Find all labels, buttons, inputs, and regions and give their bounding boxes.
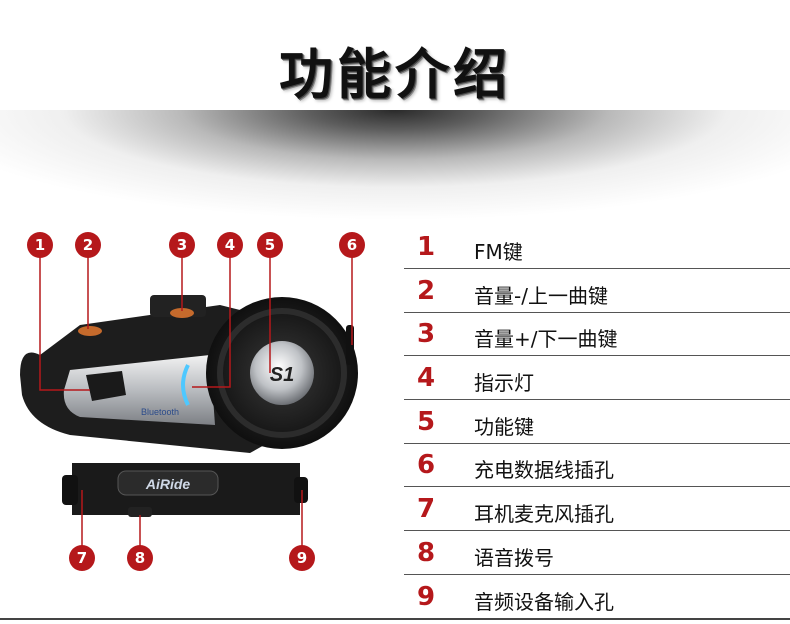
voice-dial-button bbox=[128, 507, 152, 517]
feature-number: 7 bbox=[416, 494, 436, 525]
leader-lines bbox=[39, 257, 353, 550]
knob-ring bbox=[217, 308, 347, 438]
feature-label: 音频设备输入孔 bbox=[474, 589, 614, 614]
feature-number: 1 bbox=[416, 232, 436, 262]
volume-up-button bbox=[170, 308, 194, 318]
feature-label: 耳机麦克风插孔 bbox=[474, 502, 614, 527]
feature-label: 语音拨号 bbox=[474, 545, 554, 570]
brand-plate bbox=[117, 470, 219, 496]
function-button bbox=[250, 341, 314, 405]
feature-row-4: 4 指示灯 bbox=[404, 359, 790, 401]
speaker-window bbox=[86, 371, 126, 401]
usb-port bbox=[346, 325, 354, 365]
marker-4: 4 bbox=[217, 232, 243, 258]
device-illustration: AiRide Bluetooth S1 1 2 3 4 5 bbox=[0, 225, 400, 585]
marker-5: 5 bbox=[257, 232, 283, 258]
marker-1: 1 bbox=[27, 232, 53, 258]
marker-7: 7 bbox=[69, 545, 95, 571]
feature-row-8: 8 语音拨号 bbox=[404, 534, 790, 575]
feature-number: 8 bbox=[416, 537, 436, 568]
feature-number: 6 bbox=[416, 450, 436, 481]
feature-row-6: 6 充电数据线插孔 bbox=[404, 446, 790, 488]
feature-label: 音量-/上一曲键 bbox=[474, 283, 608, 308]
indicator-light bbox=[181, 364, 190, 406]
marker-2: 2 bbox=[75, 232, 101, 258]
feature-row-7: 7 耳机麦克风插孔 bbox=[404, 490, 790, 532]
silver-panel bbox=[63, 355, 215, 425]
feature-label: FM键 bbox=[474, 240, 523, 264]
marker-8: 8 bbox=[127, 545, 153, 571]
aux-jack bbox=[294, 477, 308, 503]
feature-row-9: 9 音频设备输入孔 bbox=[404, 578, 790, 619]
feature-label: 音量+/下一曲键 bbox=[474, 327, 618, 352]
feature-row-2: 2 音量-/上一曲键 bbox=[404, 272, 790, 313]
volume-down-button bbox=[78, 326, 102, 336]
headset-jack bbox=[62, 475, 78, 505]
feature-label: 指示灯 bbox=[474, 371, 534, 396]
feature-row-1: 1 FM键 bbox=[404, 228, 790, 269]
knob-logo: S1 bbox=[270, 364, 294, 386]
bluetooth-text: Bluetooth bbox=[141, 407, 179, 417]
marker-9: 9 bbox=[289, 545, 315, 571]
feature-number: 5 bbox=[416, 406, 436, 437]
feature-number: 4 bbox=[416, 363, 436, 394]
feature-number: 2 bbox=[416, 275, 436, 306]
shadow-band bbox=[0, 110, 790, 220]
intercom-device-drawing: AiRide Bluetooth S1 bbox=[20, 257, 358, 550]
page-title: 功能介绍 bbox=[279, 43, 511, 106]
feature-row-5: 5 功能键 bbox=[404, 403, 790, 444]
feature-number: 3 bbox=[416, 319, 436, 350]
feature-list: 1 FM键 2 音量-/上一曲键 3 音量+/下一曲键 4 指示灯 5 功能键 … bbox=[404, 228, 790, 621]
brand-text: AiRide bbox=[145, 476, 191, 492]
feature-label: 功能键 bbox=[474, 414, 534, 439]
feature-number: 9 bbox=[416, 581, 436, 612]
marker-3: 3 bbox=[169, 232, 195, 258]
bottom-divider bbox=[0, 618, 790, 620]
feature-row-3: 3 音量+/下一曲键 bbox=[404, 315, 790, 357]
marker-6: 6 bbox=[339, 232, 365, 258]
feature-label: 充电数据线插孔 bbox=[474, 458, 614, 483]
